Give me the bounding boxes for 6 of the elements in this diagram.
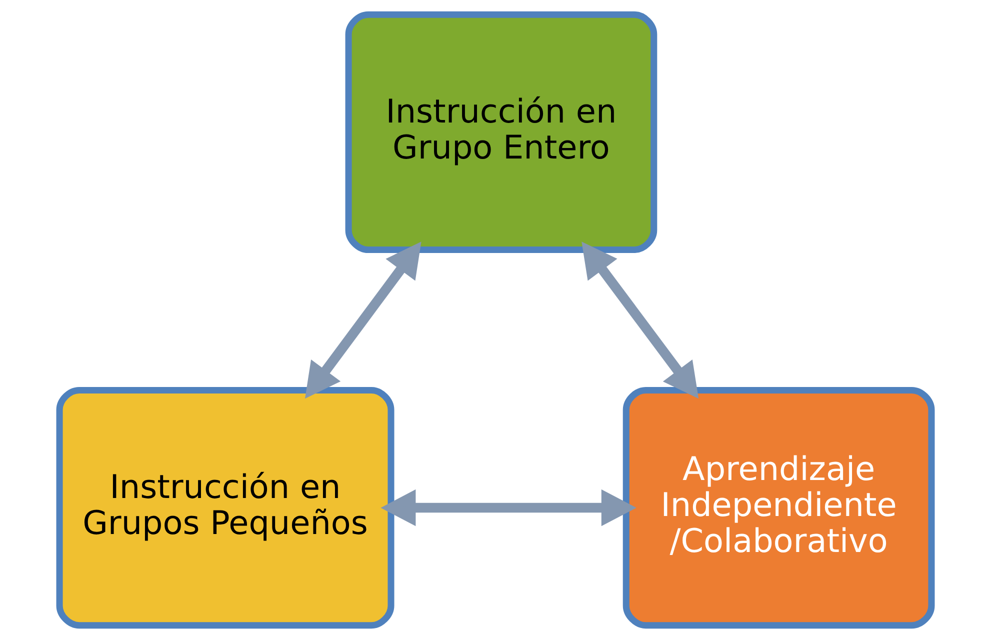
arrow: [380, 489, 636, 526]
arrow: [581, 242, 698, 399]
node-box: Instrucción en Grupo Entero: [344, 11, 657, 254]
node-box: Aprendizaje Independiente /Colaborativo: [622, 386, 934, 629]
arrow: [304, 242, 421, 399]
node-box: Instrucción en Grupos Pequeños: [56, 386, 394, 629]
